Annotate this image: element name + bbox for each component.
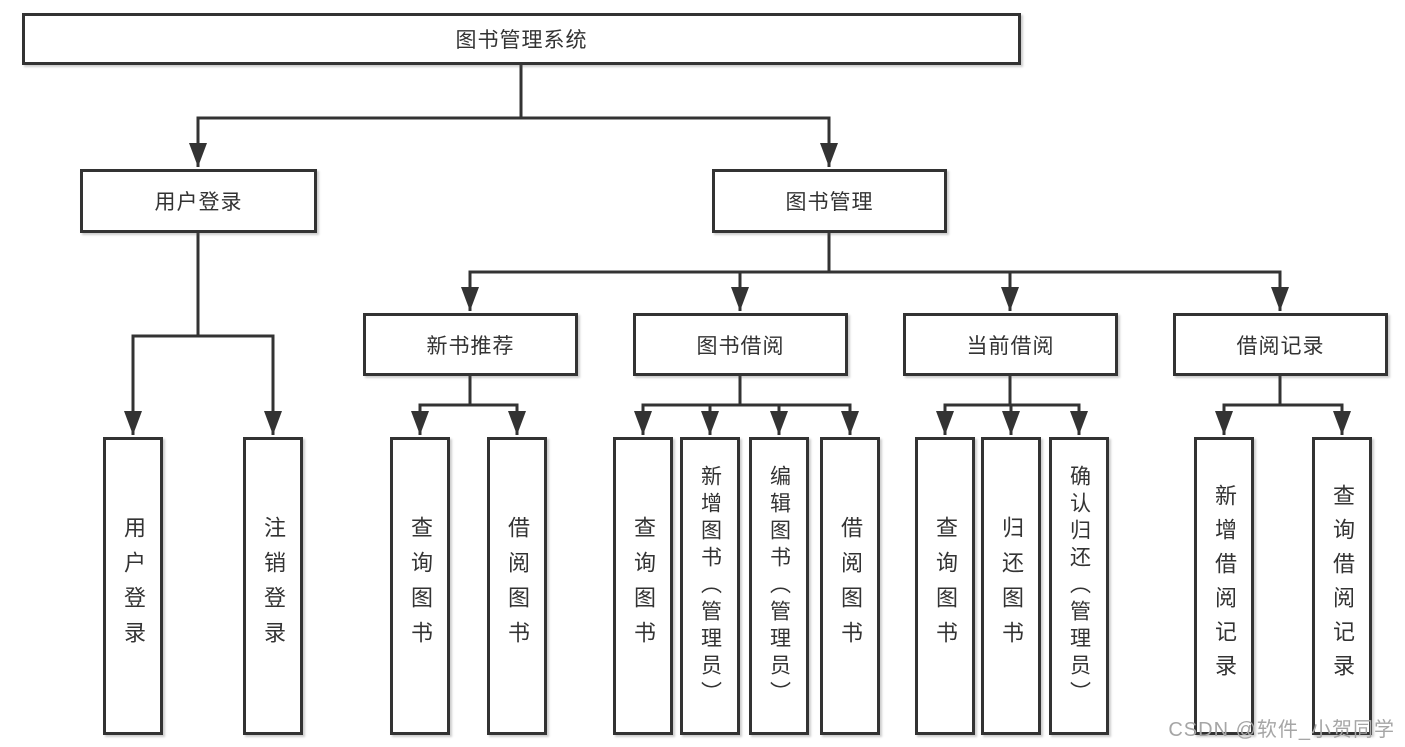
- leaf-confirm-return-admin-label: 确认归还（管理员）: [1067, 464, 1091, 708]
- leaf-query-books-1-label: 查询图书: [408, 516, 433, 656]
- node-current-borrow-label: 当前借阅: [966, 334, 1055, 358]
- leaf-user-login: 用户登录: [103, 437, 163, 735]
- node-borrow-records: 借阅记录: [1173, 313, 1388, 376]
- node-book-management: 图书管理: [712, 169, 947, 233]
- leaf-return-book-label: 归还图书: [999, 516, 1024, 656]
- node-book-borrow-label: 图书借阅: [696, 334, 785, 358]
- leaf-return-book: 归还图书: [981, 437, 1041, 735]
- leaf-add-borrow-record-label: 新增借阅记录: [1212, 484, 1237, 688]
- node-book-borrow: 图书借阅: [633, 313, 848, 376]
- leaf-query-books-3-label: 查询图书: [933, 516, 958, 656]
- leaf-add-book-admin-label: 新增图书（管理员）: [698, 464, 722, 708]
- leaf-borrow-books-2: 借阅图书: [820, 437, 880, 735]
- leaf-borrow-books-1: 借阅图书: [487, 437, 547, 735]
- node-book-management-label: 图书管理: [785, 191, 874, 214]
- node-current-borrow: 当前借阅: [903, 313, 1118, 376]
- leaf-confirm-return-admin: 确认归还（管理员）: [1049, 437, 1109, 735]
- leaf-query-borrow-record-label: 查询借阅记录: [1330, 484, 1355, 688]
- leaf-edit-book-admin: 编辑图书（管理员）: [749, 437, 809, 735]
- node-root: 图书管理系统: [22, 13, 1021, 65]
- node-new-book-recommend-label: 新书推荐: [426, 334, 515, 358]
- leaf-query-books-2-label: 查询图书: [631, 516, 656, 656]
- node-user-login: 用户登录: [80, 169, 317, 233]
- node-borrow-records-label: 借阅记录: [1236, 334, 1325, 358]
- node-new-book-recommend: 新书推荐: [363, 313, 578, 376]
- leaf-query-books-1: 查询图书: [390, 437, 450, 735]
- leaf-query-books-3: 查询图书: [915, 437, 975, 735]
- node-user-login-label: 用户登录: [154, 191, 243, 214]
- leaf-add-book-admin: 新增图书（管理员）: [680, 437, 740, 735]
- leaf-borrow-books-2-label: 借阅图书: [838, 516, 863, 656]
- leaf-logout: 注销登录: [243, 437, 303, 735]
- node-root-label: 图书管理系统: [455, 29, 588, 52]
- leaf-logout-label: 注销登录: [261, 516, 286, 656]
- leaf-add-borrow-record: 新增借阅记录: [1194, 437, 1254, 735]
- leaf-query-borrow-record: 查询借阅记录: [1312, 437, 1372, 735]
- leaf-query-books-2: 查询图书: [613, 437, 673, 735]
- watermark: CSDN @软件_小贺同学: [1168, 719, 1395, 741]
- leaf-edit-book-admin-label: 编辑图书（管理员）: [767, 464, 791, 708]
- leaf-borrow-books-1-label: 借阅图书: [505, 516, 530, 656]
- leaf-user-login-label: 用户登录: [121, 516, 146, 656]
